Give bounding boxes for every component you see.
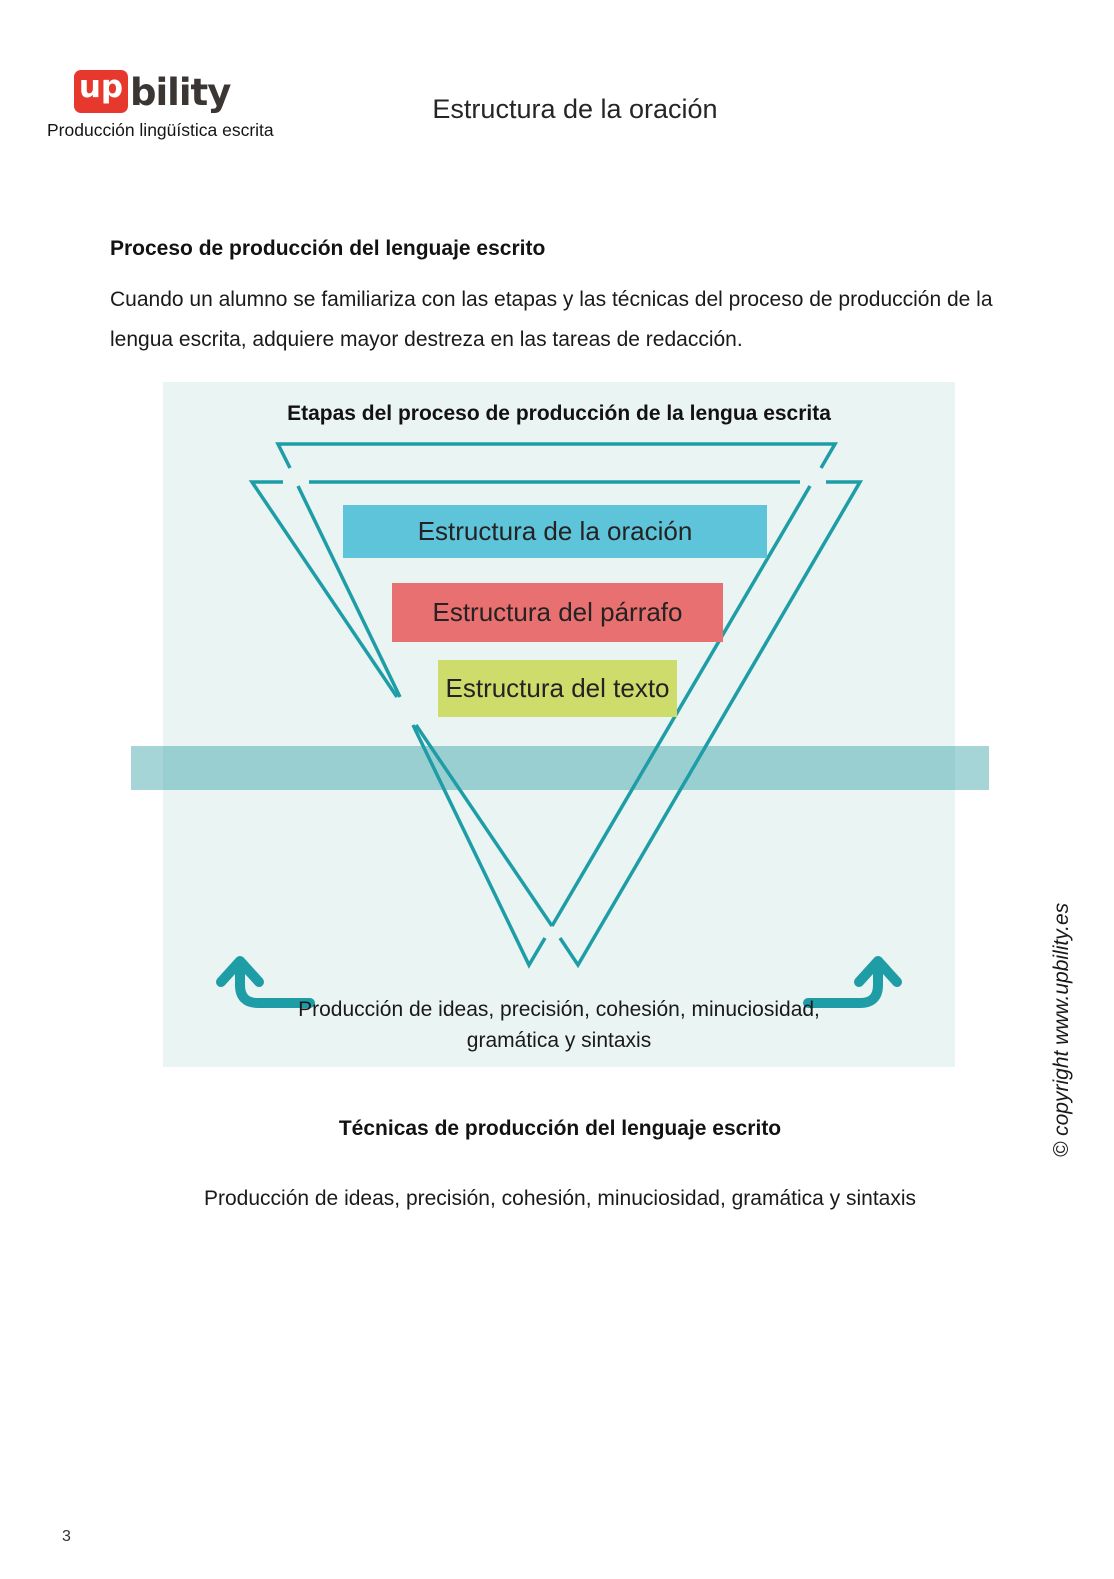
funnel-level-texto: Estructura del texto	[438, 660, 677, 717]
techniques-body: Producción de ideas, precisión, cohesión…	[203, 1187, 917, 1210]
funnel-level-parrafo: Estructura del párrafo	[392, 583, 723, 642]
funnel-caption: Producción de ideas, precisión, cohesión…	[163, 994, 955, 1056]
funnel-level-label: Estructura del texto	[445, 673, 670, 703]
logo-bility-text: bility	[130, 71, 231, 114]
section-paragraph: Cuando un alumno se familiariza con las …	[110, 288, 993, 351]
funnel-caption-line1: Producción de ideas, precisión, cohesión…	[298, 998, 820, 1021]
diagram-background	[163, 382, 955, 1067]
funnel-caption-line2: gramática y sintaxis	[466, 1029, 652, 1052]
page-number: 3	[62, 1528, 71, 1545]
logo-up-badge: up	[74, 70, 128, 113]
copyright-vertical-text: © copyright www.upbility.es	[1050, 902, 1073, 1158]
funnel-level-label: Estructura del párrafo	[432, 597, 683, 627]
page-title: Estructura de la oración	[432, 94, 718, 124]
funnel-level-oracion: Estructura de la oración	[343, 505, 767, 558]
horizontal-band	[131, 746, 989, 790]
upbility-logo: up bility	[74, 70, 231, 114]
techniques-heading: Técnicas de producción del lenguaje escr…	[338, 1117, 782, 1140]
diagram-title: Etapas del proceso de producción de la l…	[287, 402, 831, 425]
funnel-level-label: Estructura de la oración	[417, 516, 693, 546]
section-heading: Proceso de producción del lenguaje escri…	[110, 237, 546, 260]
logo-subtitle: Producción lingüística escrita	[47, 120, 274, 140]
logo-up-text: up	[78, 68, 124, 105]
